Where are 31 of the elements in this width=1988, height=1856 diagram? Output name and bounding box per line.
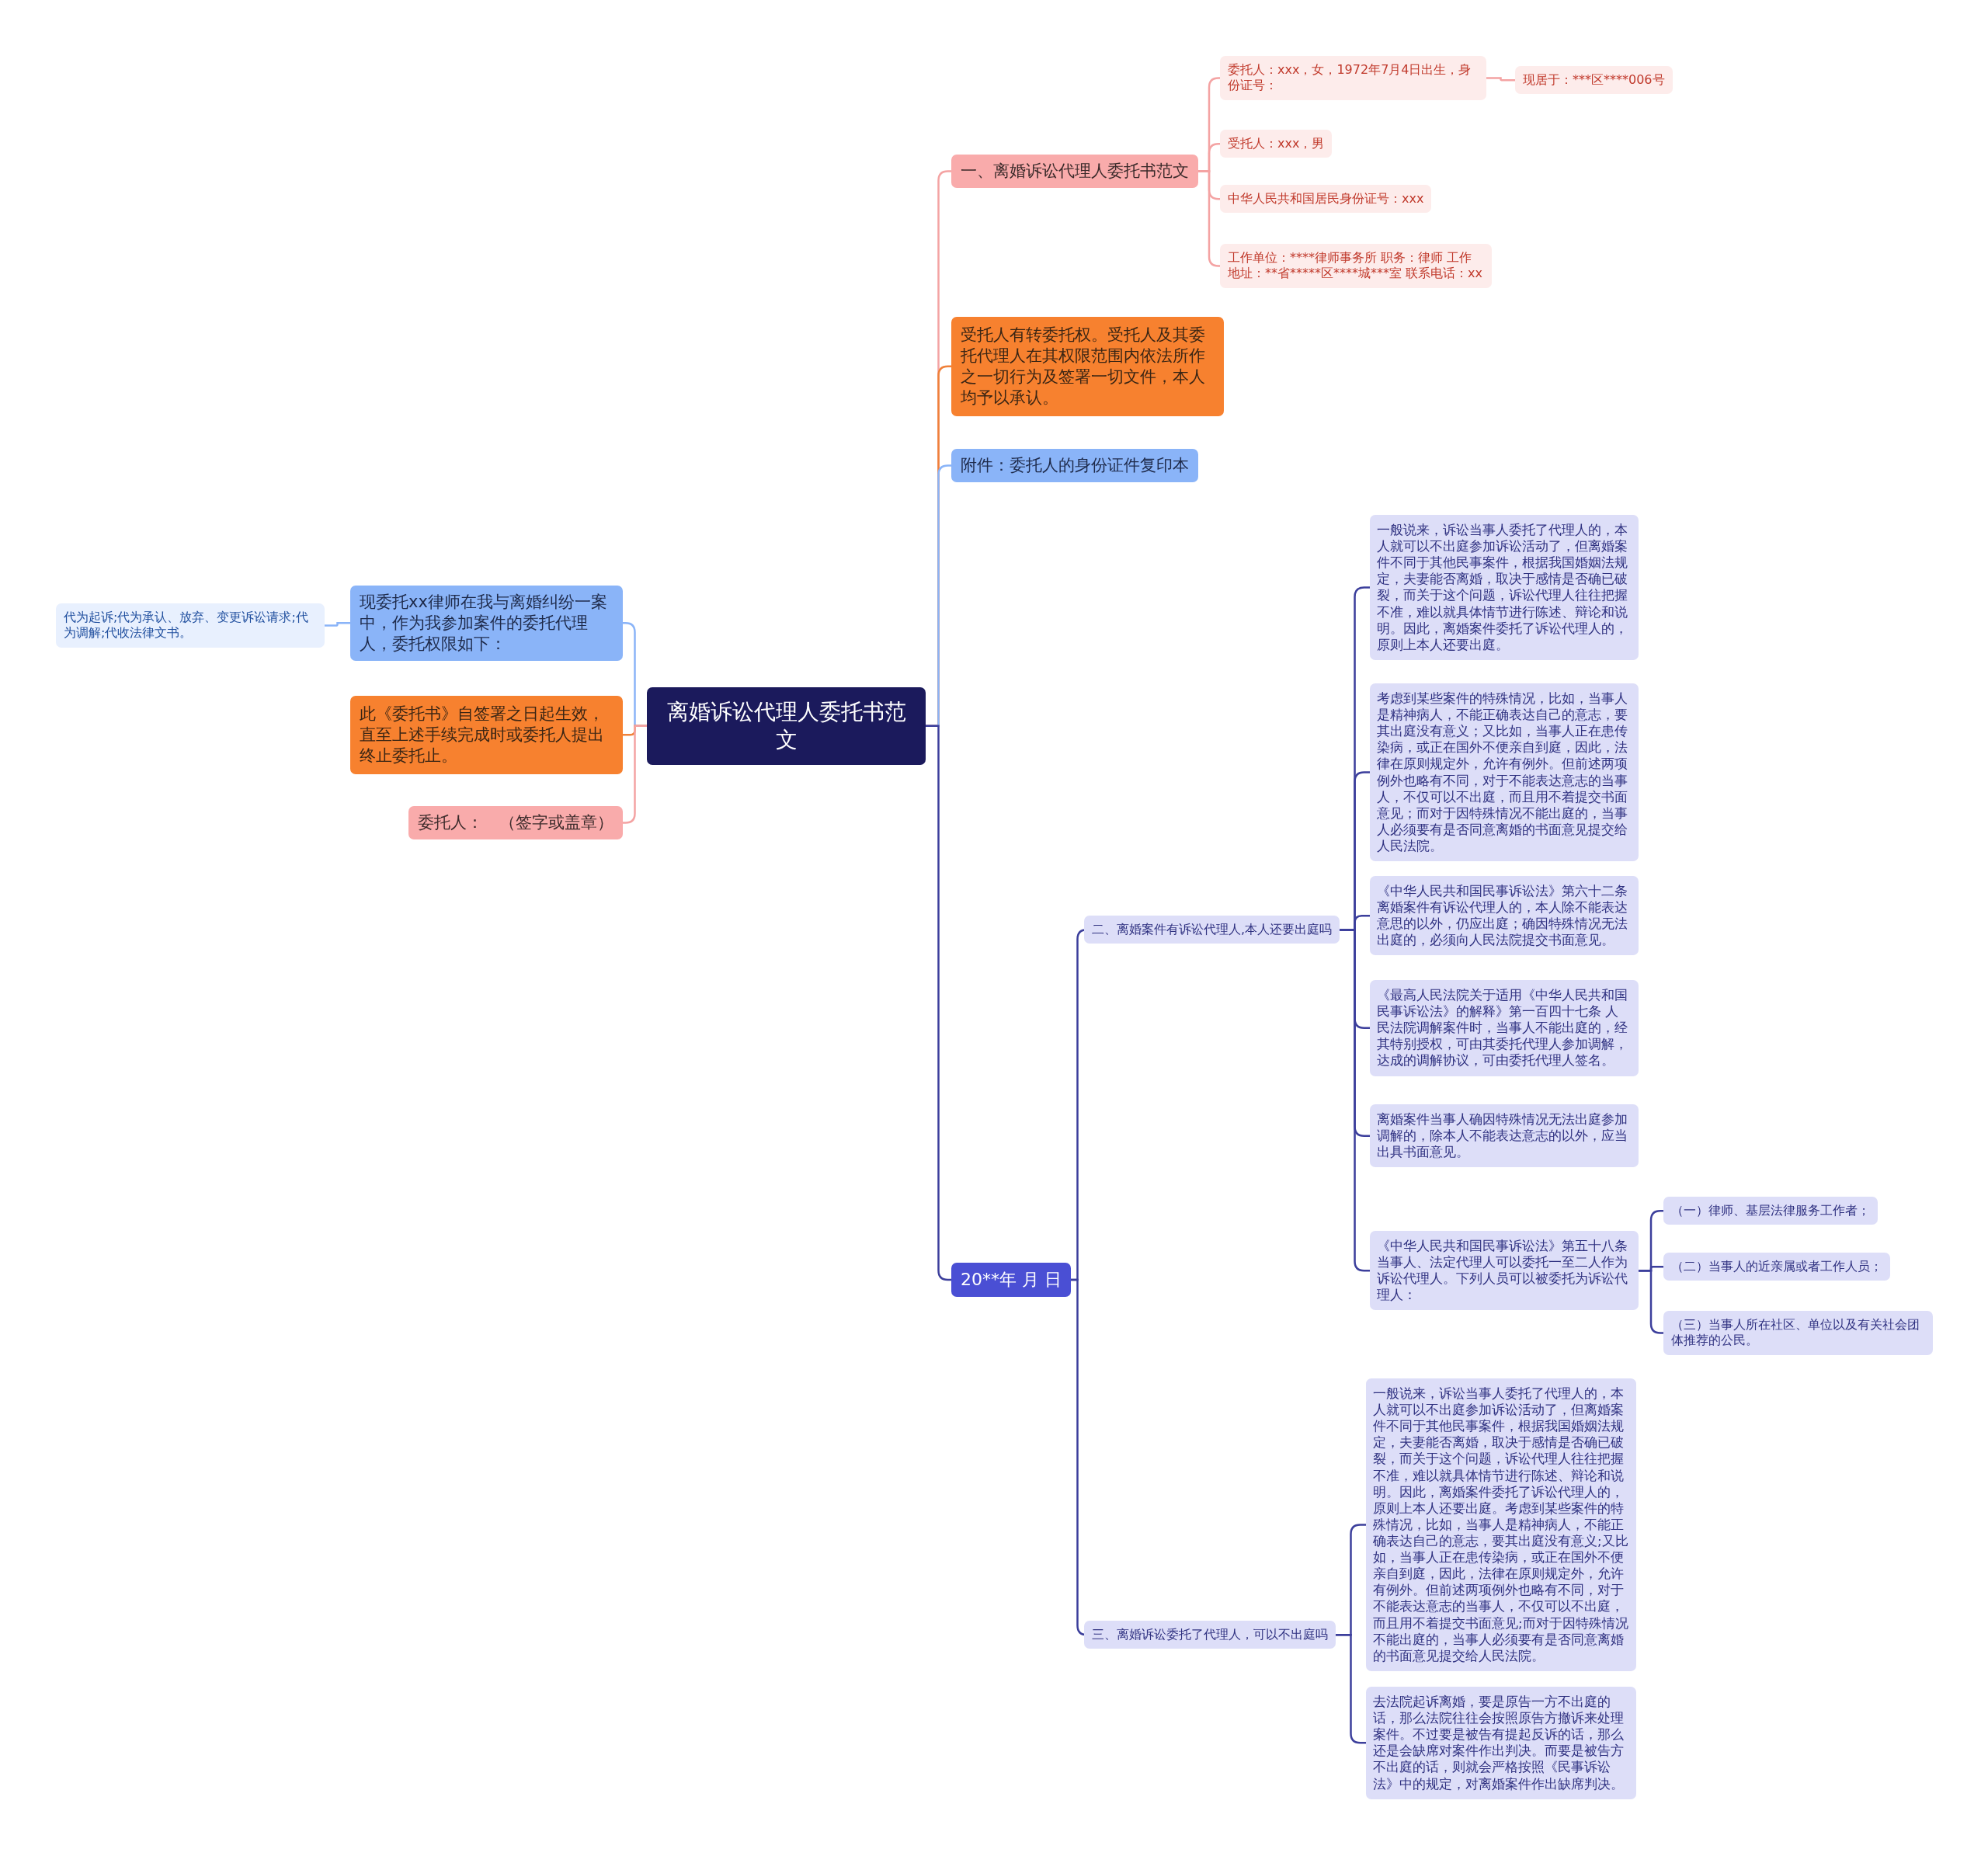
topic-box: 现委托xx律师在我与离婚纠纷一案中，作为我参加案件的委托代理人，委托权限如下： (350, 586, 623, 661)
detail-box: 中华人民共和国居民身份证号：xxx (1220, 185, 1432, 214)
topic-box: 委托人： （签字或盖章） (408, 806, 623, 839)
subtopic-box: （二）当事人的近亲属或者工作人员； (1663, 1253, 1890, 1281)
topic-box: 20**年 月 日 (951, 1263, 1071, 1298)
connector-line (1340, 929, 1370, 1272)
detail-box: 代为起诉;代为承认、放弃、变更诉讼请求;代为调解;代收法律文书。 (56, 603, 325, 648)
topic-box: 一、离婚诉讼代理人委托书范文 (951, 155, 1198, 188)
topic-box: 附件：委托人的身份证件复印本 (951, 449, 1198, 482)
detail-box: 委托人：xxx，女，1972年7月4日出生，身份证号： (1220, 56, 1486, 100)
note-card: 《最高人民法院关于适用《中华人民共和国民事诉讼法》的解释》第一百四十七条 人民法院调解案件时，当事人不能出庭的，经其特别授权，可由其委托代理人参加调解，达成的调解协议，可由委托代理人签名。 (1370, 980, 1639, 1076)
subtopic-box: 三、离婚诉讼委托了代理人，可以不出庭吗 (1084, 1621, 1336, 1649)
connector-line (325, 622, 350, 627)
note-card: 考虑到某些案件的特殊情况，比如，当事人是精神病人，不能正确表达自己的意志，要其出庭没有意义；又比如，当事人正在患传染病，或正在国外不便亲自到庭，因此，法律在原则规定外，允许有例外。但前述两项例外也略有不同，对于不能表达意志的当事人，不仅可以不出庭，而且用不着提交书面意见；而对于因特殊情况不能出庭的，当事人必须要有是否同意离婚的书面意见提交给人民法院。 (1370, 683, 1639, 862)
note-card: 《中华人民共和国民事诉讼法》第五十八条当事人、法定代理人可以委托一至二人作为诉讼代理人。下列人员可以被委托为诉讼代理人： (1370, 1231, 1639, 1311)
note-card: 《中华人民共和国民事诉讼法》第六十二条离婚案件有诉讼代理人的，本人除不能表达意思的以外，仍应出庭；确因特殊情况无法出庭的，必须向人民法院提交书面意见。 (1370, 876, 1639, 956)
detail-box: 现居于：***区****006号 (1515, 66, 1673, 95)
topic-box: 受托人有转委托权。受托人及其委托代理人在其权限范围内依法所作之一切行为及签署一切文件，本人均予以承认。 (951, 317, 1224, 416)
connector-line (1336, 1634, 1366, 1744)
note-card: 去法院起诉离婚，要是原告一方不出庭的话，那么法院往往会按照原告方撤诉来处理案件。不过要是被告有提起反诉的话，那么还是会缺席对案件作出判决。而要是被告方不出庭的话，则就会严格按照《民事诉讼法》中的规定，对离婚案件作出缺席判决。 (1366, 1687, 1636, 1799)
note-card: 一般说来，诉讼当事人委托了代理人的，本人就可以不出庭参加诉讼活动了，但离婚案件不同于其他民事案件，根据我国婚姻法规定，夫妻能否离婚，取决于感情是否确已破裂，而关于这个问题，诉讼代理人往往把握不准，难以就具体情节进行陈述、辩论和说明。因此，离婚案件委托了诉讼代理人的，原则上本人还要出庭。考虑到某些案件的特殊情况，比如，当事人是精神病人，不能正确表达自己的意志，要其出庭没有意义;又比如，当事人正在患传染病，或正在国外不便亲自到庭，因此，法律在原则规定外，允许有例外。但前述两项例外也略有不同，对于不能表达意志的当事人，不仅可以不出庭，而且用不着提交书面意见;而对于因特殊情况不能出庭的，当事人必须要有是否同意离婚的书面意见提交给人民法院。 (1366, 1378, 1636, 1671)
detail-box: 受托人：xxx，男 (1220, 130, 1333, 158)
subtopic-box: （三）当事人所在社区、单位以及有关社会团体推荐的公民。 (1663, 1311, 1933, 1355)
note-card: 离婚案件当事人确因特殊情况无法出庭参加调解的，除本人不能表达意志的以外，应当出具书面意见。 (1370, 1104, 1639, 1168)
topic-box: 此《委托书》自签署之日起生效，直至上述手续完成时或委托人提出终止委托止。 (350, 696, 623, 774)
subtopic-box: （一）律师、基层法律服务工作者； (1663, 1197, 1878, 1225)
subtopic-box: 二、离婚案件有诉讼代理人,本人还要出庭吗 (1084, 916, 1340, 944)
connector-line (1486, 77, 1515, 82)
central-topic: 离婚诉讼代理人委托书范文 (647, 687, 926, 765)
detail-box: 工作单位：****律师事务所 职务：律师 工作地址：**省*****区****城***室 联系电话：xx (1220, 244, 1492, 288)
note-card: 一般说来，诉讼当事人委托了代理人的，本人就可以不出庭参加诉讼活动了，但离婚案件不同于其他民事案件，根据我国婚姻法规定，夫妻能否离婚，取决于感情是否确已破裂，而关于这个问题，诉讼代理人往往把握不准，难以就具体情节进行陈述、辩论和说明。因此，离婚案件委托了诉讼代理人的，原则上本人还要出庭。 (1370, 515, 1639, 660)
